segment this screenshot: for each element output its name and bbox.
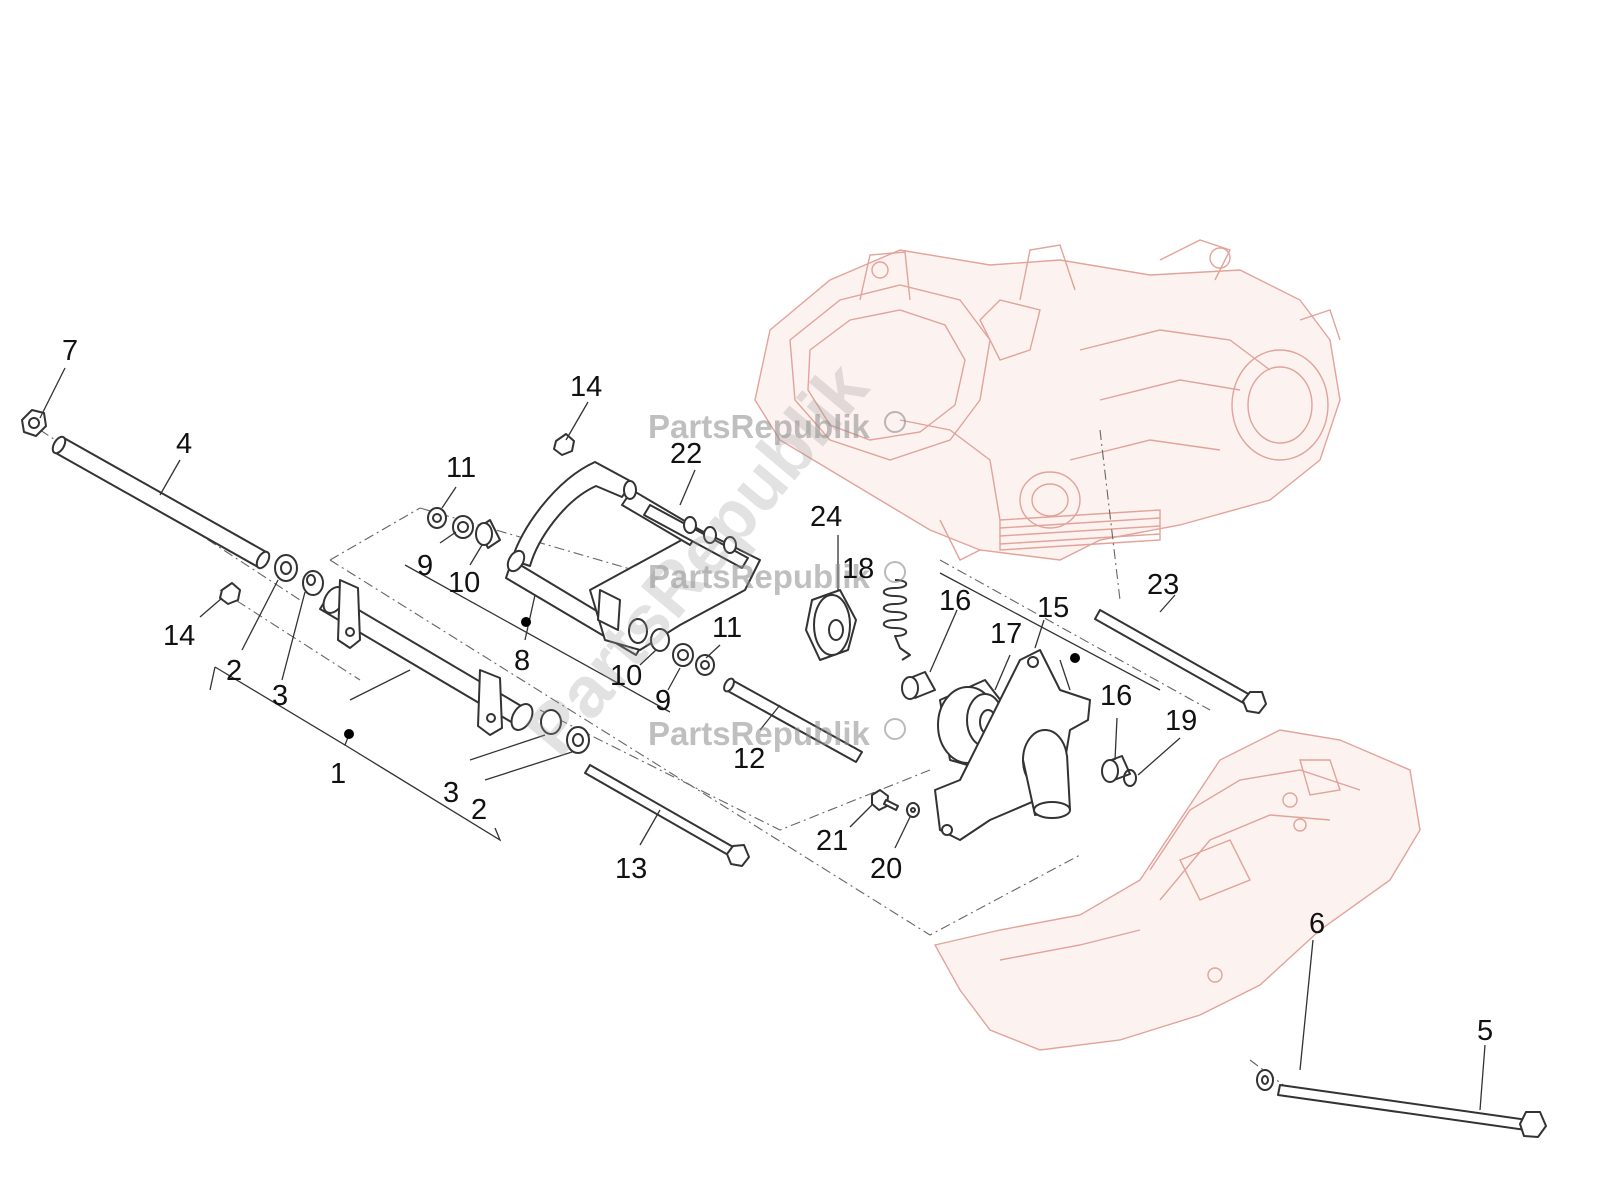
callout-10: 10 [610,660,642,692]
callout-4: 4 [176,428,192,460]
part-24-rubber-mount [805,589,857,661]
callout-16: 16 [1100,680,1132,712]
part-2-bushing-lower [566,726,590,754]
part-5-bolt [1277,1084,1547,1138]
callout-10: 10 [448,567,480,599]
leader-lines [39,367,1486,1111]
callout-8: 8 [514,645,530,677]
callout-18: 18 [842,553,874,585]
callout-11: 11 [712,612,742,644]
part-20-washer [906,802,920,818]
callout-13: 13 [615,853,647,885]
callout-14: 14 [570,371,602,403]
part-18-spring [882,579,911,661]
part-11-washer-upper [427,507,447,529]
callout-19: 19 [1165,705,1197,737]
callout-14: 14 [163,620,195,652]
part-4-long-shaft [51,435,271,570]
callout-22: 22 [670,438,702,470]
callout-2: 2 [226,655,242,687]
part-9-seal-upper [452,515,474,539]
watermark-text: PartsRepublik [648,715,871,752]
callout-9: 9 [417,550,433,582]
part-1-swing-arm [319,579,534,736]
watermark-gear-icon [884,411,906,740]
engine-assembly [754,239,1341,561]
part-3-sleeve-lower [540,709,562,735]
part-15-bracket [934,649,1091,841]
marker-dot [344,729,354,739]
part-9-seal-lower [672,643,694,667]
callout-labels: 7 4 14 14 11 22 24 9 10 18 23 16 15 17 1… [62,335,1493,1047]
callout-3: 3 [443,777,459,809]
callout-2: 2 [471,794,487,826]
part-16-bush-right [1101,755,1131,783]
callout-17: 17 [990,618,1022,650]
part-10-bush-lower [650,628,670,652]
part-2-bushing-upper [274,554,298,582]
part-23-bolt [1094,609,1267,714]
watermark-text: PartsRepublik [648,408,871,445]
callout-5: 5 [1477,1015,1493,1047]
part-19-circlip [1123,769,1137,787]
part-22-pin [643,504,749,569]
callout-21: 21 [816,825,848,857]
callout-6: 6 [1309,908,1325,940]
callout-24: 24 [810,501,842,533]
callout-11: 11 [446,452,476,484]
part-12-pin [723,677,863,763]
frame-section [933,729,1421,1051]
callout-15: 15 [1037,592,1069,624]
part-21-screw [871,789,899,811]
part-3-sleeve-upper [302,570,324,596]
part-10-bush-upper [475,519,501,549]
marker-dot [1070,653,1080,663]
part-14-cap-left [219,582,241,605]
callout-20: 20 [870,853,902,885]
part-14-cap-top [553,433,575,456]
part-13-bolt [584,764,750,867]
marker-dot [521,617,531,627]
callout-7: 7 [62,335,78,367]
callout-23: 23 [1147,569,1179,601]
callout-1: 1 [330,758,346,790]
callout-16: 16 [939,585,971,617]
callout-3: 3 [272,680,288,712]
watermark-text: PartsRepublik [648,558,871,595]
part-6-washer [1256,1069,1274,1091]
callout-9: 9 [655,685,671,717]
part-16-bush-left [901,671,936,700]
callout-12: 12 [733,743,765,775]
part-11-washer-lower [695,654,715,676]
part-7-nut [21,409,47,437]
